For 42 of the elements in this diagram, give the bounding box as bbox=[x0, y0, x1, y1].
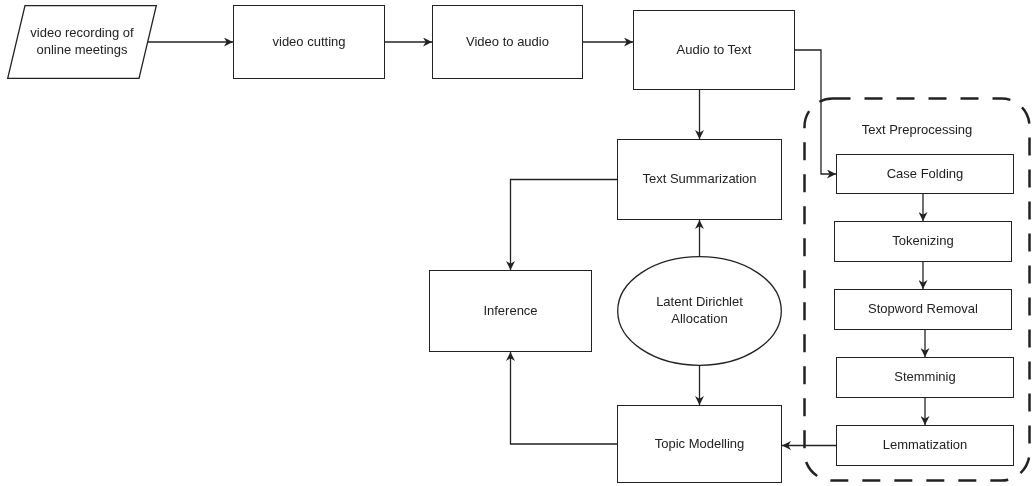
process-box bbox=[429, 270, 592, 352]
node-label: Stemminig bbox=[894, 369, 956, 386]
node-label: Stopword Removal bbox=[868, 301, 978, 318]
process-box bbox=[617, 405, 782, 483]
process-box bbox=[633, 10, 795, 90]
node-label: Inference bbox=[483, 302, 538, 320]
process-box bbox=[834, 221, 1012, 262]
arrow bbox=[695, 89, 704, 140]
arrow bbox=[920, 329, 930, 358]
process-box bbox=[432, 5, 583, 79]
node-label: video recording of online meetings bbox=[29, 25, 135, 59]
node-label: Text Summarization bbox=[642, 171, 757, 188]
dashed-group-box bbox=[803, 97, 1031, 482]
node-label: Latent Dirichlet Allocation bbox=[655, 294, 744, 328]
arrow bbox=[695, 219, 704, 257]
process-box bbox=[836, 357, 1014, 398]
arrow bbox=[918, 193, 928, 222]
node-label: Tokenizing bbox=[892, 233, 954, 250]
arrow bbox=[384, 37, 433, 47]
arrow bbox=[918, 261, 928, 290]
process-box bbox=[836, 154, 1014, 194]
node-label: Case Folding bbox=[886, 165, 964, 183]
process-box bbox=[834, 289, 1012, 330]
node-label: Video to audio bbox=[466, 33, 549, 51]
arrow bbox=[506, 351, 618, 445]
arrow bbox=[147, 37, 234, 47]
node-label: Audio to Text bbox=[676, 41, 752, 59]
data-parallelogram bbox=[7, 5, 157, 79]
process-box bbox=[836, 425, 1014, 466]
process-ellipse bbox=[617, 256, 782, 366]
arrow bbox=[781, 441, 837, 450]
arrow bbox=[695, 365, 704, 406]
node-label: Lemmatization bbox=[882, 437, 968, 454]
arrow bbox=[506, 178, 618, 271]
process-box bbox=[617, 139, 782, 220]
arrow bbox=[582, 37, 634, 47]
arrow bbox=[794, 49, 837, 179]
arrow bbox=[920, 397, 930, 426]
node-label: Text Preprocessing bbox=[861, 122, 973, 139]
node-label: Topic Modelling bbox=[654, 435, 745, 453]
node-label: video cutting bbox=[272, 33, 346, 51]
process-box bbox=[233, 5, 385, 79]
